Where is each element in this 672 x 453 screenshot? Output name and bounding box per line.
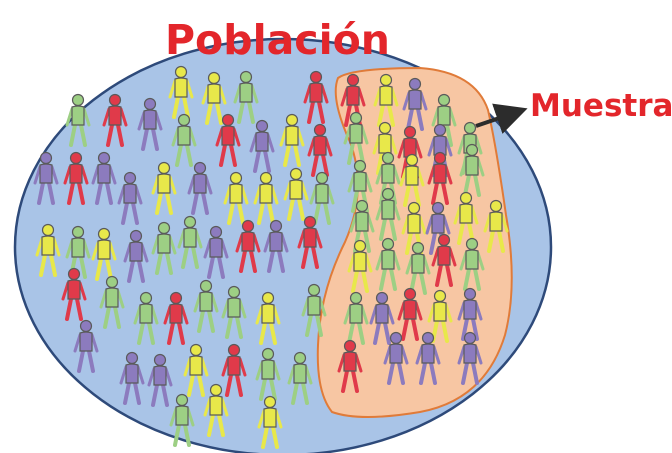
person-figure [347, 159, 373, 213]
person-figure [375, 187, 401, 241]
person-figure [263, 219, 289, 273]
person-figure [337, 339, 363, 393]
person-figure [343, 111, 369, 165]
person-figure [347, 239, 373, 293]
person-figure [33, 151, 59, 205]
person-figure [343, 291, 369, 345]
person-figure [402, 77, 428, 131]
person-figure [399, 153, 425, 207]
sample-label: Muestra [530, 88, 672, 124]
person-figure [255, 347, 281, 401]
person-figure [415, 331, 441, 385]
person-figure [35, 223, 61, 277]
person-figure [147, 353, 173, 407]
person-figure [307, 123, 333, 177]
person-figure [65, 93, 91, 147]
person-figure [99, 275, 125, 329]
person-figure [177, 215, 203, 269]
person-figure [61, 267, 87, 321]
person-figure [151, 161, 177, 215]
person-figure [91, 151, 117, 205]
person-figure [187, 161, 213, 215]
person-figure [163, 291, 189, 345]
sample-arrow [475, 103, 528, 134]
person-figure [249, 119, 275, 173]
person-figure [235, 219, 261, 273]
person-figure [169, 393, 195, 447]
person-figure [431, 233, 457, 287]
person-figure [340, 73, 366, 127]
person-figure [405, 241, 431, 295]
person-figure [301, 283, 327, 337]
person-figure [369, 291, 395, 345]
person-figure [383, 331, 409, 385]
person-figure [102, 93, 128, 147]
person-figure [171, 113, 197, 167]
person-figure [233, 70, 259, 124]
person-figure [119, 351, 145, 405]
population-title: Población [165, 16, 390, 64]
person-figure [459, 237, 485, 291]
person-figure [203, 383, 229, 437]
person-figure [401, 201, 427, 255]
person-figure [457, 331, 483, 385]
person-figure [221, 285, 247, 339]
person-figure [183, 343, 209, 397]
person-figure [257, 395, 283, 449]
person-figure [73, 319, 99, 373]
person-figure [283, 167, 309, 221]
person-figure [303, 70, 329, 124]
person-figure [255, 291, 281, 345]
person-figure [215, 113, 241, 167]
person-figure [65, 225, 91, 279]
person-figure [457, 287, 483, 341]
person-figure [279, 113, 305, 167]
person-figure [253, 171, 279, 225]
person-figure [63, 151, 89, 205]
person-figure [375, 237, 401, 291]
person-figure [459, 143, 485, 197]
person-figure [133, 291, 159, 345]
person-figure [349, 199, 375, 253]
person-figure [309, 171, 335, 225]
person-figure [483, 199, 509, 253]
person-figure [373, 73, 399, 127]
person-figure [151, 221, 177, 275]
person-figure [203, 225, 229, 279]
person-figure [221, 343, 247, 397]
person-figure [91, 227, 117, 281]
person-figure [117, 171, 143, 225]
person-figure [201, 71, 227, 125]
person-figure [297, 215, 323, 269]
person-figure [137, 97, 163, 151]
person-figure [168, 65, 194, 119]
person-figure [223, 171, 249, 225]
person-figure [193, 279, 219, 333]
person-figure [123, 229, 149, 283]
person-figure [287, 351, 313, 405]
person-figure [427, 151, 453, 205]
person-figure [397, 287, 423, 341]
people-layer [33, 65, 509, 449]
